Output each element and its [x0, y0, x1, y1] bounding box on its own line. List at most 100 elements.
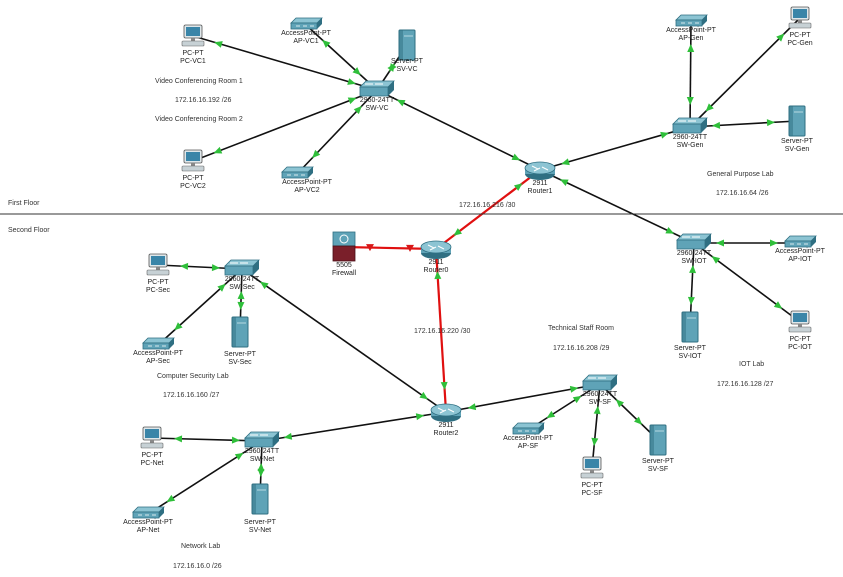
- link-router1-router0[interactable]: [435, 169, 541, 250]
- link-sw_gen-ap_gen[interactable]: [686, 21, 695, 128]
- link-sw_gen-sv_gen[interactable]: [689, 119, 798, 130]
- link-sw_vc-router1[interactable]: [376, 89, 541, 171]
- link-pc_net-sw_net[interactable]: [151, 435, 263, 444]
- annotations: Video Conferencing Room 1 172.16.16.192 …: [155, 78, 774, 570]
- link-status-up-icon: [283, 432, 293, 440]
- link-status-up-icon: [711, 121, 721, 129]
- device-name-label: SV-Net: [249, 527, 271, 534]
- device-name-label: AP-VC2: [294, 187, 319, 194]
- link-status-up-icon: [773, 301, 783, 309]
- link-status-up-icon: [166, 494, 176, 503]
- note-gen-subnet: 172.16.16.64 /26: [716, 190, 769, 197]
- link-firewall-router0[interactable]: [343, 244, 437, 252]
- switch-icon: [224, 259, 260, 276]
- link-status-up-icon: [689, 264, 697, 274]
- link-status-up-icon: [453, 228, 463, 236]
- link-sw_iot-ap_iot[interactable]: [694, 239, 800, 247]
- ap-icon: [512, 422, 545, 435]
- link-status-up-icon: [211, 264, 221, 272]
- device-model-label: 2960-24TT: [360, 97, 395, 104]
- device-name-label: SV-IOT: [679, 353, 703, 360]
- link-sw_sf-pc_sf[interactable]: [591, 383, 602, 469]
- device-model-label: PC-PT: [790, 336, 812, 343]
- link-router2-sw_net[interactable]: [261, 411, 447, 442]
- link-status-up-icon: [559, 179, 569, 187]
- device-model-label: AccessPoint-PT: [282, 179, 333, 186]
- link-pc_vc1-sw_vc[interactable]: [192, 35, 378, 91]
- link-sw_sec-router2[interactable]: [241, 268, 447, 413]
- link-ap_sec-sw_sec[interactable]: [157, 268, 243, 346]
- ap-icon: [281, 166, 314, 179]
- note-r1-r0-subnet: 172.16.16.216 /30: [459, 202, 516, 209]
- link-router0-router2[interactable]: [434, 248, 448, 413]
- device-model-label: PC-PT: [183, 175, 205, 182]
- device-model-label: 2960-24TT: [245, 448, 280, 455]
- device-model-label: AccessPoint-PT: [775, 248, 826, 255]
- link-ap_vc1-sw_vc[interactable]: [305, 24, 378, 91]
- link-status-up-icon: [347, 97, 357, 105]
- link-status-up-icon: [231, 436, 241, 444]
- link-pc_vc2-sw_vc[interactable]: [192, 89, 378, 162]
- link-status-up-icon: [511, 153, 521, 161]
- link-sw_sf-ap_sf[interactable]: [527, 383, 601, 431]
- link-sw_sf-sv_sf[interactable]: [599, 383, 659, 441]
- link-status-up-icon: [312, 149, 321, 159]
- link-ap_vc2-sw_vc[interactable]: [296, 89, 378, 175]
- link-status-up-icon: [419, 391, 428, 400]
- device-name-label: Router1: [528, 188, 553, 195]
- device-name-label: SW-Gen: [677, 142, 704, 149]
- link-sw_iot-pc_iot[interactable]: [693, 242, 801, 323]
- device-name-label: AP-SF: [518, 443, 539, 450]
- link-ap_net-sw_net[interactable]: [147, 440, 263, 515]
- link-router1-sw_gen[interactable]: [539, 126, 691, 171]
- device-name-label: SW-Sec: [229, 284, 255, 291]
- link-status-up-icon: [660, 131, 669, 139]
- link-router1-sw_iot[interactable]: [539, 169, 695, 244]
- link-status-up-icon: [353, 105, 362, 115]
- device-name-label: PC-IOT: [788, 344, 812, 351]
- pc-icon: [181, 24, 205, 47]
- link-router2-sw_sf[interactable]: [445, 383, 601, 413]
- link-sw_gen-pc_gen[interactable]: [689, 17, 801, 128]
- link-status-down-icon: [406, 244, 415, 252]
- link-status-up-icon: [513, 183, 523, 191]
- link-status-up-icon: [467, 403, 477, 411]
- device-name-label: AP-IOT: [788, 256, 812, 263]
- device-model-label: PC-PT: [790, 32, 812, 39]
- link-status-up-icon: [711, 256, 721, 264]
- device-name-label: Router2: [434, 430, 459, 437]
- device-model-label: AccessPoint-PT: [503, 435, 554, 442]
- device-model-label: AccessPoint-PT: [133, 350, 184, 357]
